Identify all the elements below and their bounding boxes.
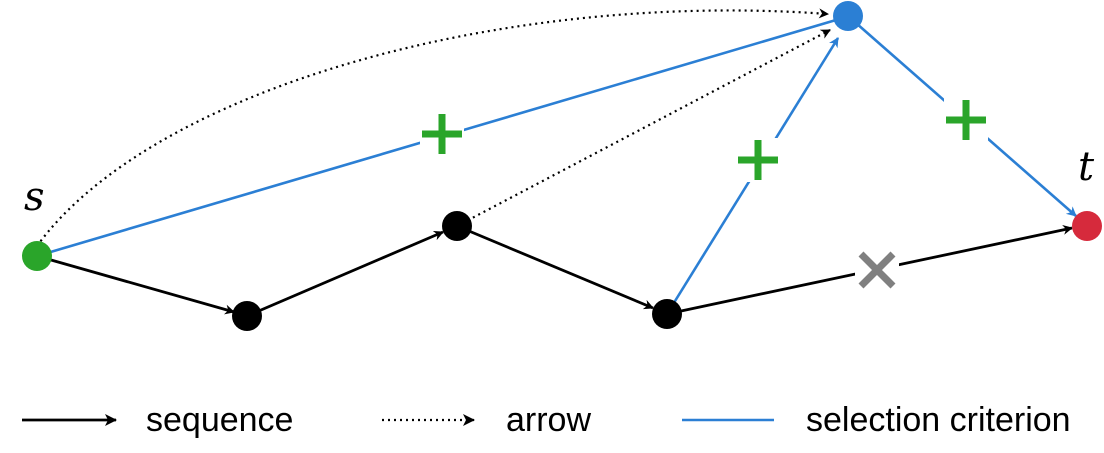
sequence-edge-a-to-b: [246, 230, 444, 318]
sequence-edge-s-to-a: [36, 254, 235, 315]
sequence-edge-b-to-c: [456, 224, 654, 310]
plus-mark-c-to-top: [738, 140, 778, 180]
dotted-arrow-s-to-top: [36, 8, 829, 247]
label-s: s: [24, 174, 45, 220]
legend-sequence-label: sequence: [146, 401, 293, 439]
plus-mark-top-to-t: [946, 100, 986, 140]
node-a: [232, 301, 262, 331]
label-t: t: [1078, 144, 1095, 190]
node-c: [652, 299, 682, 329]
node-t: [1072, 211, 1102, 241]
legend-arrow-label: arrow: [506, 401, 591, 439]
dotted-arrow-b-to-top: [456, 29, 831, 227]
node-b: [442, 211, 472, 241]
node-top: [833, 1, 863, 31]
node-s: [22, 241, 52, 271]
cross-mark-c-to-t: [858, 251, 896, 289]
plus-mark-s-to-top: [422, 114, 462, 154]
legend: sequence arrow selection criterion: [22, 401, 1071, 439]
legend-selection-label: selection criterion: [806, 401, 1071, 439]
